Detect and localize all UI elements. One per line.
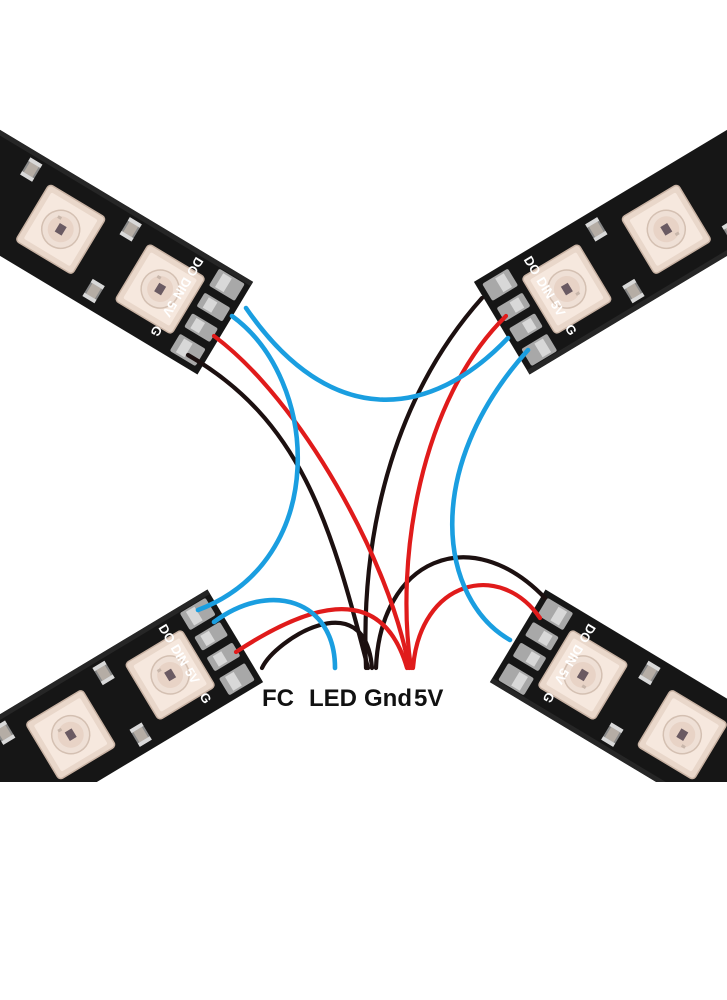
ground-wire-bottom-left [259,620,375,671]
label-fc: FC [262,685,294,712]
label-gnd: Gnd [364,685,412,712]
label-5v: 5V [414,685,443,712]
pad-label-5v: 5V [551,666,572,688]
data-wire-top-right-to-bottom-right [449,347,531,643]
strip-bottom-right: G 5V DIN DO [490,590,727,895]
strip-bottom-left: DO DIN 5V G [0,590,263,895]
power-wire-top-right [404,313,509,671]
data-wire-fc [211,597,338,671]
pad-label-5v: 5V [159,298,180,320]
power-wire-top-left [211,333,412,671]
strip-top-left: DO DIN 5V G [0,70,253,375]
data-wire-bottom-left-to-top-left [195,313,301,613]
ground-wire-bottom-right [373,555,548,671]
label-led: LED [309,685,357,712]
ground-wire-top-right [363,295,485,671]
power-wire-bottom-left [233,607,410,671]
data-wire-top-left-to-top-right [243,305,511,402]
wire-labels: FC LED Gnd 5V [262,685,443,712]
pad-label-5v: 5V [548,298,569,320]
pad-label-5v: 5V [182,665,203,687]
wires [185,295,548,671]
strip-top-right: G 5V DIN DO [474,70,727,375]
